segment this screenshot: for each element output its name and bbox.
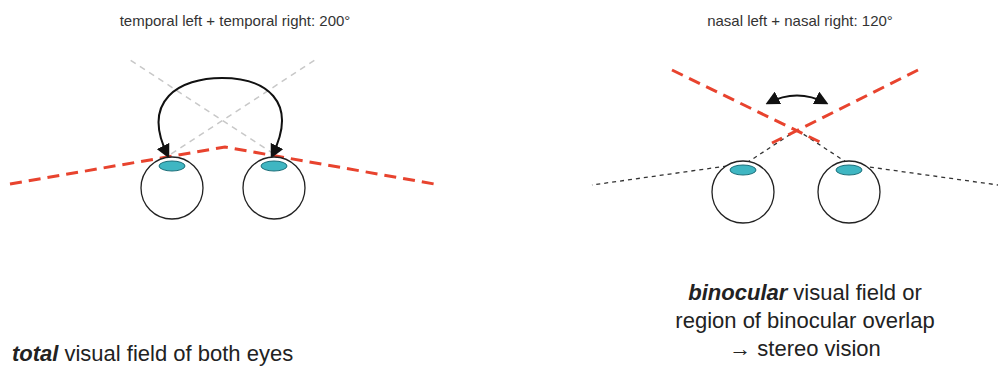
field-caption: → stereo vision [729, 336, 881, 362]
field-caption: region of binocular overlap [675, 308, 934, 334]
total-field-figure [10, 58, 440, 219]
emphasis-word: total [12, 341, 58, 367]
field-caption: visual field of both eyes [64, 341, 293, 367]
field-heading: nasal left + nasal right: 120° [707, 12, 893, 29]
field-heading: temporal left + temporal right: 200° [120, 12, 351, 29]
field-caption: visual field or [793, 280, 921, 306]
binocular-field-figure [592, 70, 998, 223]
emphasis-word: binocular [688, 280, 787, 306]
